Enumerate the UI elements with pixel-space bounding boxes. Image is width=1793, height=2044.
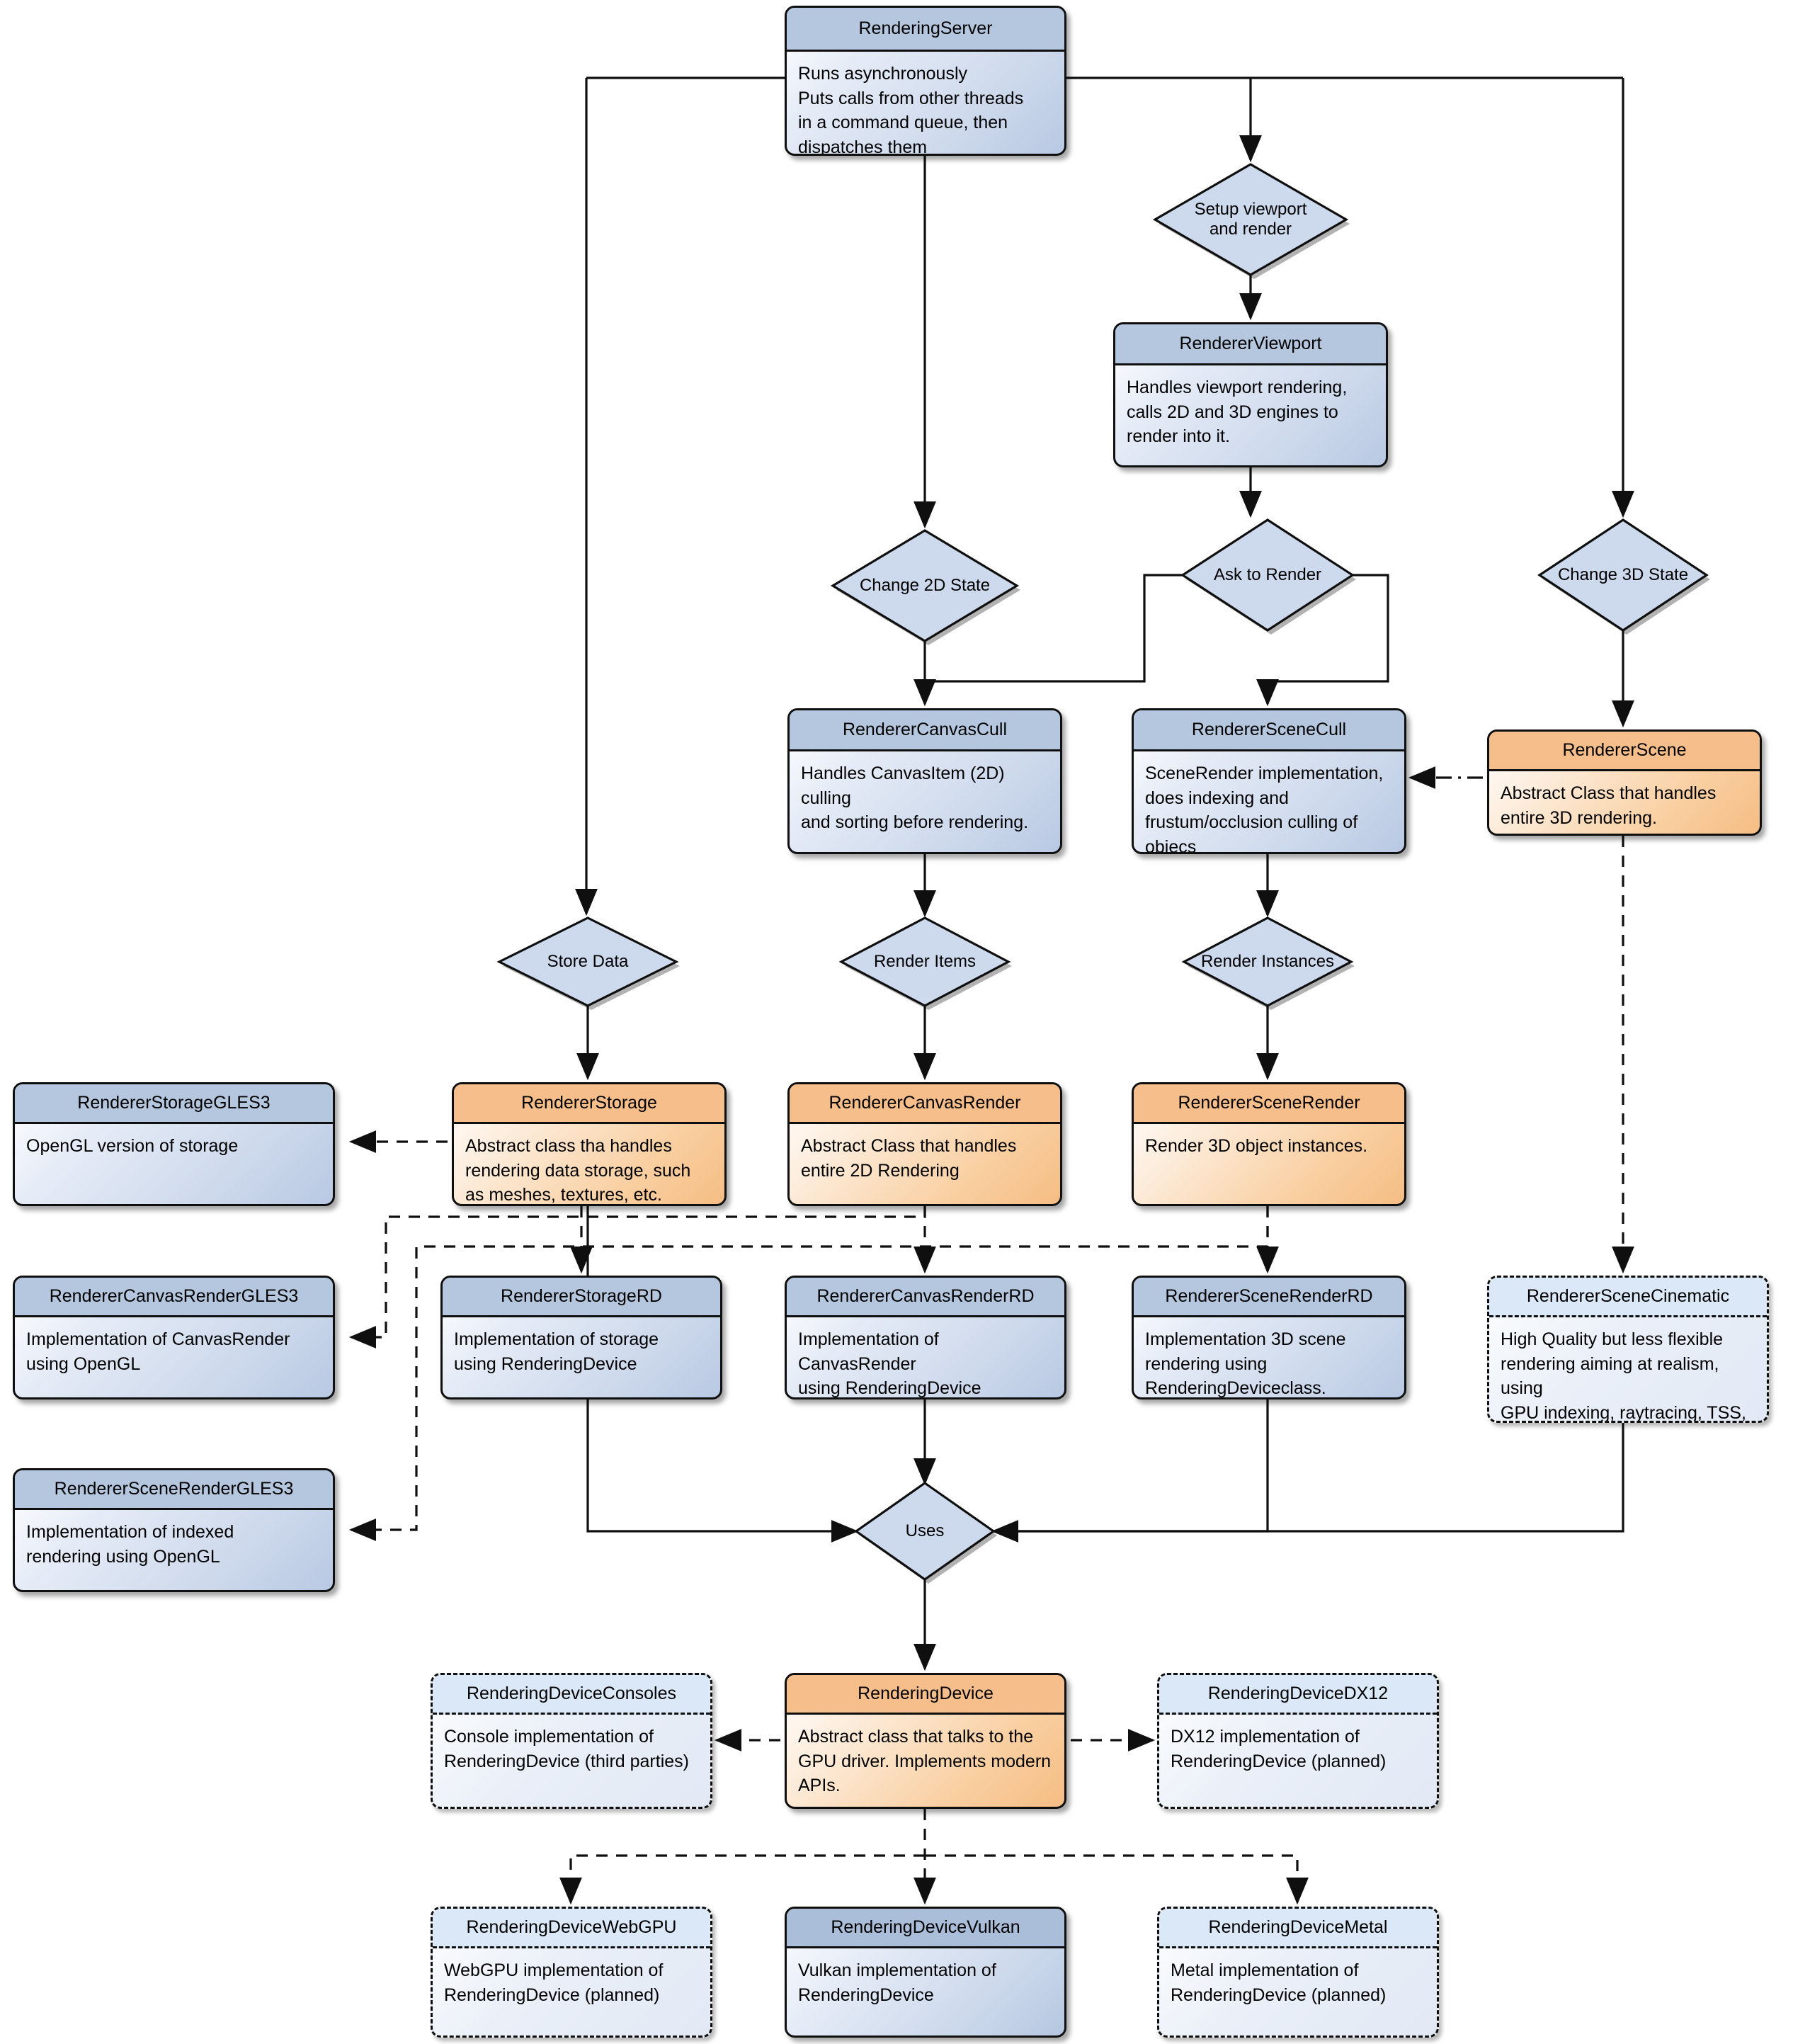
node-body-rendering-device-consoles: Console implementation of RenderingDevic… <box>444 1727 689 1771</box>
edge-ask-to-scenecull <box>1256 574 1389 707</box>
node-body-renderer-canvas-render: Abstract Class that handles entire 2D Re… <box>801 1136 1017 1181</box>
decision-ask-to-render[interactable] <box>1180 518 1355 632</box>
node-title-renderer-scene-cull: RendererSceneCull <box>1134 710 1404 751</box>
decision-uses[interactable] <box>854 1482 996 1581</box>
decision-store-data[interactable] <box>496 916 679 1007</box>
node-rendering-device-webgpu[interactable]: RenderingDeviceWebGPU WebGPU implementati… <box>431 1907 712 2038</box>
node-title-renderer-canvas-render-gles3: RendererCanvasRenderGLES3 <box>15 1278 333 1317</box>
node-body-rendering-device: Abstract class that talks to the GPU dri… <box>798 1727 1052 1795</box>
edge-scenerenderrd-to-uses <box>991 1399 1269 1543</box>
node-body-renderer-scene: Abstract Class that handles entire 3D re… <box>1501 783 1717 828</box>
edge-device-to-webgpu <box>559 1854 925 1905</box>
node-body-rendering-device-webgpu: WebGPU implementation of RenderingDevice… <box>444 1960 664 2005</box>
decision-layer <box>496 163 1710 1584</box>
node-body-renderer-scene-cull: SceneRender implementation, does indexin… <box>1145 763 1384 854</box>
node-renderer-storage-rd[interactable]: RendererStorageRD Implementation of stora… <box>440 1276 722 1399</box>
edge-device-to-metal <box>925 1854 1309 1905</box>
decision-setup-viewport-and-render[interactable] <box>1152 163 1349 276</box>
node-title-rendering-server: RenderingServer <box>787 8 1064 52</box>
node-title-rendering-device-consoles: RenderingDeviceConsoles <box>433 1675 710 1715</box>
node-body-renderer-storage: Abstract class tha handles rendering dat… <box>465 1136 691 1205</box>
decision-render-instances[interactable] <box>1181 916 1354 1007</box>
node-title-renderer-scene-cinematic: RendererSceneCinematic <box>1489 1278 1767 1317</box>
node-title-renderer-storage: RendererStorage <box>454 1084 724 1124</box>
node-body-renderer-scene-render: Render 3D object instances. <box>1145 1136 1368 1156</box>
node-body-renderer-storage-rd: Implementation of storage using Renderin… <box>454 1329 659 1374</box>
decision-render-items[interactable] <box>838 916 1011 1007</box>
node-title-rendering-device-dx12: RenderingDeviceDX12 <box>1159 1675 1437 1715</box>
node-body-renderer-scene-render-gles3: Implementation of indexed rendering usin… <box>26 1522 234 1567</box>
node-title-renderer-storage-rd: RendererStorageRD <box>443 1278 720 1317</box>
node-title-rendering-device-vulkan: RenderingDeviceVulkan <box>787 1909 1064 1948</box>
node-title-renderer-viewport: RendererViewport <box>1115 324 1386 365</box>
edge-cinematic-to-uses <box>994 1423 1624 1533</box>
node-body-rendering-device-vulkan: Vulkan implementation of RenderingDevice <box>798 1960 996 2005</box>
node-title-rendering-device-webgpu: RenderingDeviceWebGPU <box>433 1909 710 1948</box>
edge-scenerender-to-scenerendergles3 <box>348 1206 1269 1541</box>
node-body-rendering-device-metal: Metal implementation of RenderingDevice … <box>1171 1960 1387 2005</box>
node-body-renderer-canvas-cull: Handles CanvasItem (2D) culling and sort… <box>801 763 1029 832</box>
node-body-rendering-server: Runs asynchronously Puts calls from othe… <box>798 64 1024 156</box>
node-body-renderer-scene-render-rd: Implementation 3D scene rendering using … <box>1145 1329 1346 1398</box>
node-title-renderer-scene: RendererScene <box>1489 732 1760 771</box>
node-title-rendering-device-metal: RenderingDeviceMetal <box>1159 1909 1437 1948</box>
node-title-renderer-canvas-cull: RendererCanvasCull <box>790 710 1060 751</box>
node-body-renderer-viewport: Handles viewport rendering, calls 2D and… <box>1127 377 1348 446</box>
decision-change-3d-state[interactable] <box>1537 518 1709 632</box>
node-title-renderer-canvas-render-rd: RendererCanvasRenderRD <box>787 1278 1064 1317</box>
node-title-renderer-storage-gles3: RendererStorageGLES3 <box>15 1084 333 1124</box>
node-title-renderer-scene-render: RendererSceneRender <box>1134 1084 1404 1124</box>
node-body-renderer-scene-cinematic: High Quality but less flexible rendering… <box>1501 1329 1746 1423</box>
node-title-renderer-scene-render-gles3: RendererSceneRenderGLES3 <box>15 1470 333 1510</box>
node-body-renderer-canvas-render-gles3: Implementation of CanvasRender using Ope… <box>26 1329 290 1374</box>
node-renderer-canvas-render-rd[interactable]: RendererCanvasRenderRD Implementation of … <box>785 1276 1066 1399</box>
node-body-renderer-storage-gles3: OpenGL version of storage <box>26 1136 239 1156</box>
node-renderer-scene-render-rd[interactable]: RendererSceneRenderRD Implementation 3D s… <box>1132 1276 1406 1399</box>
node-title-rendering-device: RenderingDevice <box>787 1675 1064 1715</box>
node-title-renderer-canvas-render: RendererCanvasRender <box>790 1084 1060 1124</box>
edge-canvasrender-to-canvasrendergles3 <box>348 1206 926 1349</box>
decision-change-2d-state[interactable] <box>830 529 1020 642</box>
node-body-rendering-device-dx12: DX12 implementation of RenderingDevice (… <box>1171 1727 1387 1771</box>
node-body-renderer-canvas-render-rd: Implementation of CanvasRender using Ren… <box>798 1329 981 1398</box>
edge-ask-to-canvascull <box>913 574 1183 707</box>
node-title-renderer-scene-render-rd: RendererSceneRenderRD <box>1134 1278 1404 1317</box>
